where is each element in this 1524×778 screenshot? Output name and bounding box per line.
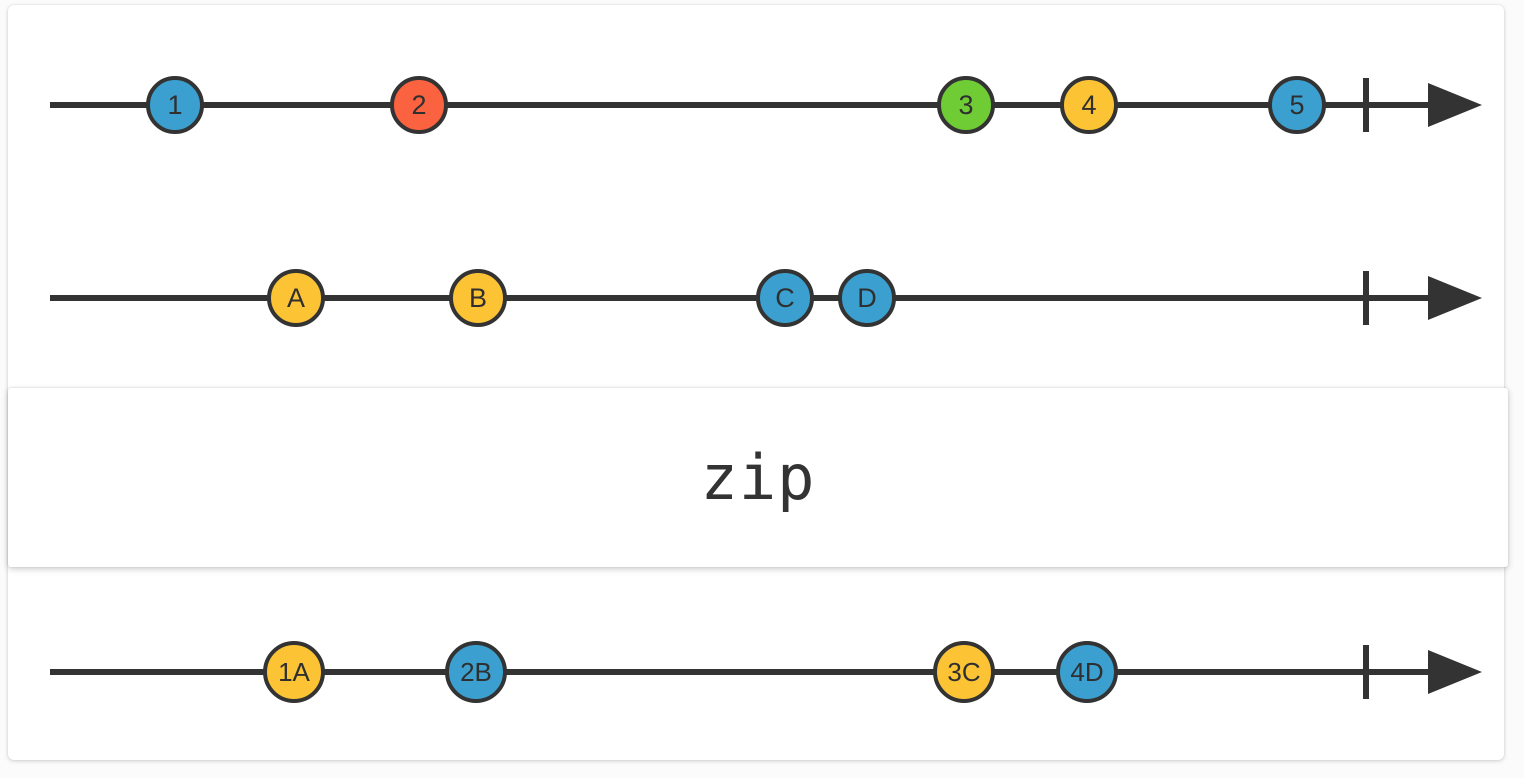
marble-label: 3 <box>958 89 974 120</box>
marble-label: B <box>468 282 487 313</box>
marble[interactable]: 2 <box>390 76 448 134</box>
marble[interactable]: D <box>838 269 896 327</box>
marble[interactable]: A <box>267 269 325 327</box>
operator-panel[interactable]: zip <box>8 388 1508 567</box>
marble-label: 4 <box>1081 89 1097 120</box>
marble-label: 5 <box>1289 89 1305 120</box>
input-stream-1[interactable]: 1 2 3 4 5 <box>8 45 1504 165</box>
marble-label: C <box>775 282 795 313</box>
timeline-axis <box>50 78 1482 132</box>
operator-label: zip <box>700 440 816 514</box>
marble-label: 2B <box>460 657 492 687</box>
marble[interactable]: 1 <box>146 76 204 134</box>
marble[interactable]: C <box>756 269 814 327</box>
marble[interactable]: 1A <box>263 641 325 703</box>
marble[interactable]: 4 <box>1060 76 1118 134</box>
timeline-axis <box>50 645 1482 699</box>
output-stream[interactable]: 1A 2B 3C 4D <box>8 612 1504 732</box>
marble-label: D <box>857 282 877 313</box>
arrow-head-icon <box>1428 650 1482 694</box>
input-stream-2[interactable]: A B C D <box>8 238 1504 358</box>
marble[interactable]: B <box>449 269 507 327</box>
marble[interactable]: 3C <box>933 641 995 703</box>
marble-label: 2 <box>411 89 427 120</box>
marble-label: 1 <box>167 89 183 120</box>
marble-label: 3C <box>947 657 981 687</box>
diagram-card: 1 2 3 4 5 A B C D 1A 2B 3C 4D <box>8 5 1504 760</box>
marble-label: A <box>286 282 305 313</box>
arrow-head-icon <box>1428 276 1482 320</box>
marble-label: 4D <box>1070 657 1104 687</box>
marble-label: 1A <box>278 657 310 687</box>
marble[interactable]: 3 <box>937 76 995 134</box>
marble[interactable]: 4D <box>1056 641 1118 703</box>
arrow-head-icon <box>1428 83 1482 127</box>
marble[interactable]: 5 <box>1268 76 1326 134</box>
marble[interactable]: 2B <box>445 641 507 703</box>
